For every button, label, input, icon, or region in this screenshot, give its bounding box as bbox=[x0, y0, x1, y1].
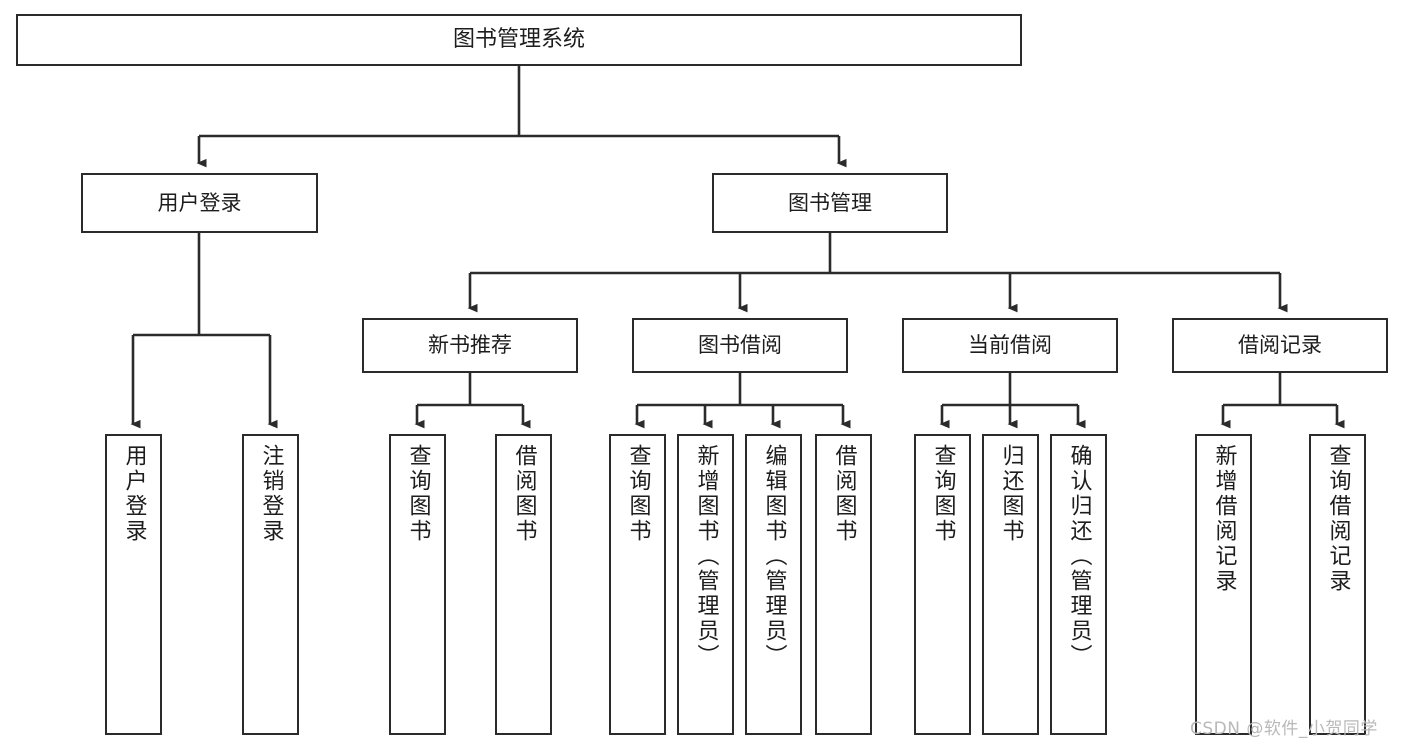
node-borrow-record-label: 借阅记录 bbox=[1238, 333, 1322, 357]
leaf-borrow-borrow-book[interactable]: 借阅图书 bbox=[815, 434, 872, 735]
leaf-rec-borrow-book[interactable]: 借阅图书 bbox=[495, 434, 552, 735]
leaf-current-query-book-label: 查询图书 bbox=[930, 444, 956, 544]
leaf-borrow-add-book[interactable]: 新增图书（管理员） bbox=[677, 434, 734, 735]
leaf-rec-query-book[interactable]: 查询图书 bbox=[389, 434, 446, 735]
leaf-record-add-label: 新增借阅记录 bbox=[1211, 444, 1237, 594]
leaf-user-login[interactable]: 用户登录 bbox=[105, 434, 162, 735]
leaf-borrow-borrow-book-label: 借阅图书 bbox=[831, 444, 857, 544]
leaf-record-query-label: 查询借阅记录 bbox=[1325, 444, 1351, 594]
leaf-borrow-add-book-label: 新增图书（管理员） bbox=[693, 444, 719, 669]
node-book-borrow[interactable]: 图书借阅 bbox=[632, 318, 848, 373]
leaf-borrow-query-book-label: 查询图书 bbox=[625, 444, 651, 544]
node-user-login[interactable]: 用户登录 bbox=[81, 173, 318, 233]
leaf-current-confirm-return[interactable]: 确认归还（管理员） bbox=[1050, 434, 1107, 735]
leaf-rec-borrow-book-label: 借阅图书 bbox=[511, 444, 537, 544]
leaf-user-logout-label: 注销登录 bbox=[258, 444, 284, 544]
leaf-current-return-book[interactable]: 归还图书 bbox=[982, 434, 1039, 735]
node-root-label: 图书管理系统 bbox=[452, 27, 585, 52]
node-new-book-rec-label: 新书推荐 bbox=[428, 333, 512, 357]
node-user-login-label: 用户登录 bbox=[157, 190, 242, 215]
node-book-admin[interactable]: 图书管理 bbox=[712, 173, 948, 233]
node-book-admin-label: 图书管理 bbox=[788, 190, 872, 215]
node-borrow-record[interactable]: 借阅记录 bbox=[1172, 318, 1388, 373]
leaf-borrow-query-book[interactable]: 查询图书 bbox=[609, 434, 666, 735]
leaf-record-add[interactable]: 新增借阅记录 bbox=[1195, 434, 1252, 735]
leaf-borrow-edit-book[interactable]: 编辑图书（管理员） bbox=[745, 434, 802, 735]
node-book-borrow-label: 图书借阅 bbox=[698, 333, 782, 357]
leaf-current-return-book-label: 归还图书 bbox=[998, 444, 1024, 544]
node-root[interactable]: 图书管理系统 bbox=[16, 14, 1022, 66]
leaf-user-logout[interactable]: 注销登录 bbox=[242, 434, 299, 735]
leaf-record-query[interactable]: 查询借阅记录 bbox=[1309, 434, 1366, 735]
leaf-current-confirm-return-label: 确认归还（管理员） bbox=[1066, 444, 1092, 669]
node-current-borrow[interactable]: 当前借阅 bbox=[902, 318, 1118, 373]
leaf-rec-query-book-label: 查询图书 bbox=[405, 444, 431, 544]
leaf-current-query-book[interactable]: 查询图书 bbox=[914, 434, 971, 735]
leaf-borrow-edit-book-label: 编辑图书（管理员） bbox=[761, 444, 787, 669]
node-current-borrow-label: 当前借阅 bbox=[968, 333, 1052, 357]
csdn-watermark: CSDN @软件_小贺同学 bbox=[1190, 719, 1378, 739]
leaf-user-login-label: 用户登录 bbox=[121, 444, 147, 544]
node-new-book-rec[interactable]: 新书推荐 bbox=[362, 318, 578, 373]
